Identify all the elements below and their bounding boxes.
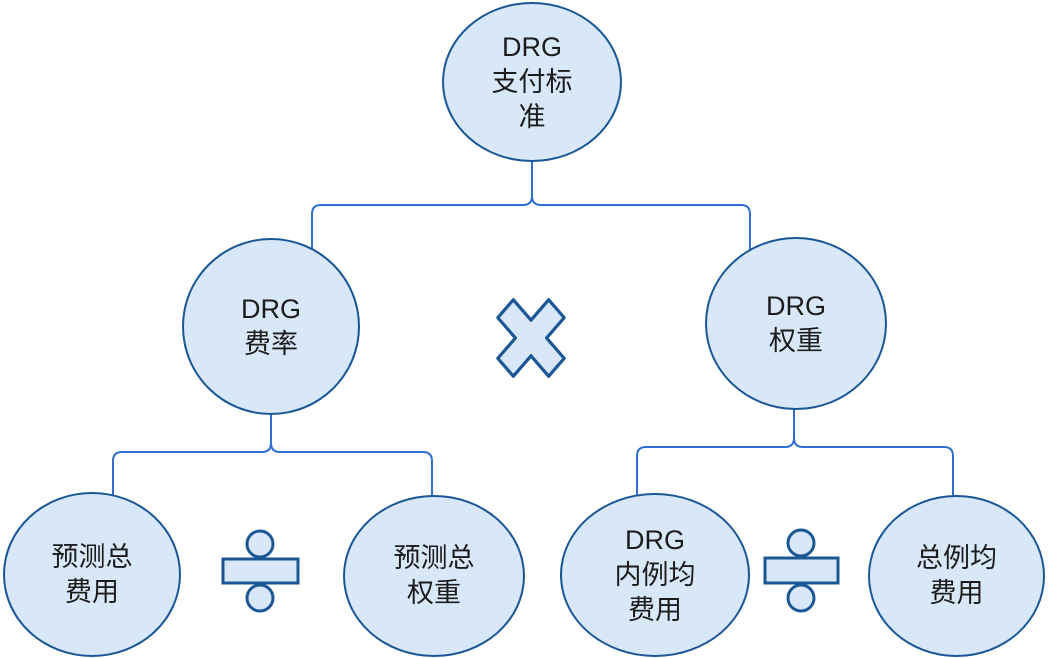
node-label: 预测总 权重: [393, 543, 475, 608]
divide-operator-icon-right: [763, 528, 840, 613]
bracket-left-right: [270, 409, 433, 498]
bracket-top-right: [531, 160, 751, 251]
divide-operator-icon-left: [221, 529, 300, 613]
node-overall-avg-cost: 总例均 费用: [868, 495, 1045, 657]
node-label: 总例均 费用: [916, 543, 997, 608]
node-label: DRG 支付标 准: [491, 31, 573, 132]
multiply-operator-icon: [496, 298, 566, 378]
node-drg-in-group-avg-cost: DRG 内例均 费用: [560, 493, 750, 657]
node-predicted-total-weight: 预测总 权重: [343, 495, 525, 657]
bracket-left-left: [112, 409, 272, 498]
node-drg-rate: DRG 费率: [182, 238, 360, 415]
node-drg-payment-standard: DRG 支付标 准: [442, 2, 622, 162]
node-predicted-total-cost: 预测总 费用: [3, 492, 181, 657]
node-label: DRG 权重: [766, 290, 826, 356]
node-label: DRG 费率: [241, 293, 301, 359]
bracket-right-right: [793, 403, 954, 498]
node-drg-weight: DRG 权重: [705, 237, 887, 410]
node-label: 预测总 费用: [51, 541, 133, 607]
node-label: DRG 内例均 费用: [614, 524, 696, 625]
bracket-top-left: [311, 160, 533, 251]
bracket-right-left: [636, 403, 795, 498]
